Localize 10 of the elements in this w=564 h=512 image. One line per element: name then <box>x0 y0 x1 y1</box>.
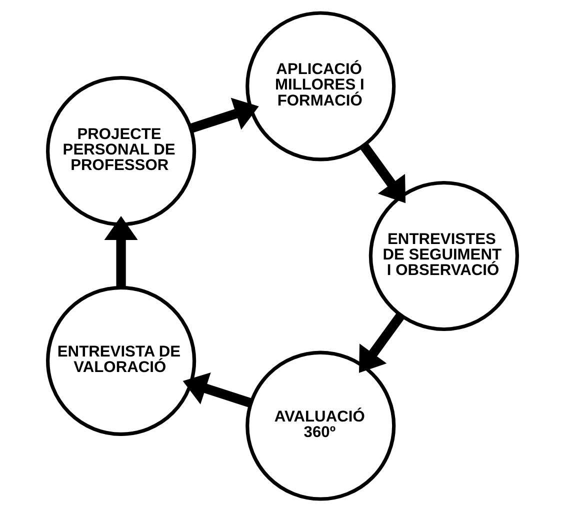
arrow <box>182 372 252 408</box>
node-circle: ENTREVISTES DE SEGUIMENT I OBSERVACIÓ <box>368 180 518 332</box>
node-circle: ENTREVISTA DE VALORACIÓ <box>46 286 196 436</box>
arrow <box>188 98 258 133</box>
arrow <box>359 142 406 204</box>
node-circle: APLICACIÓ MILLORES I FORMACIÓ <box>245 11 396 162</box>
node-circle: AVALUACIÓ 360º <box>245 350 396 501</box>
arrow <box>104 216 138 288</box>
arrow <box>358 312 404 373</box>
node-circle: PROJECTE PERSONAL DE PROFESSOR <box>46 76 196 226</box>
